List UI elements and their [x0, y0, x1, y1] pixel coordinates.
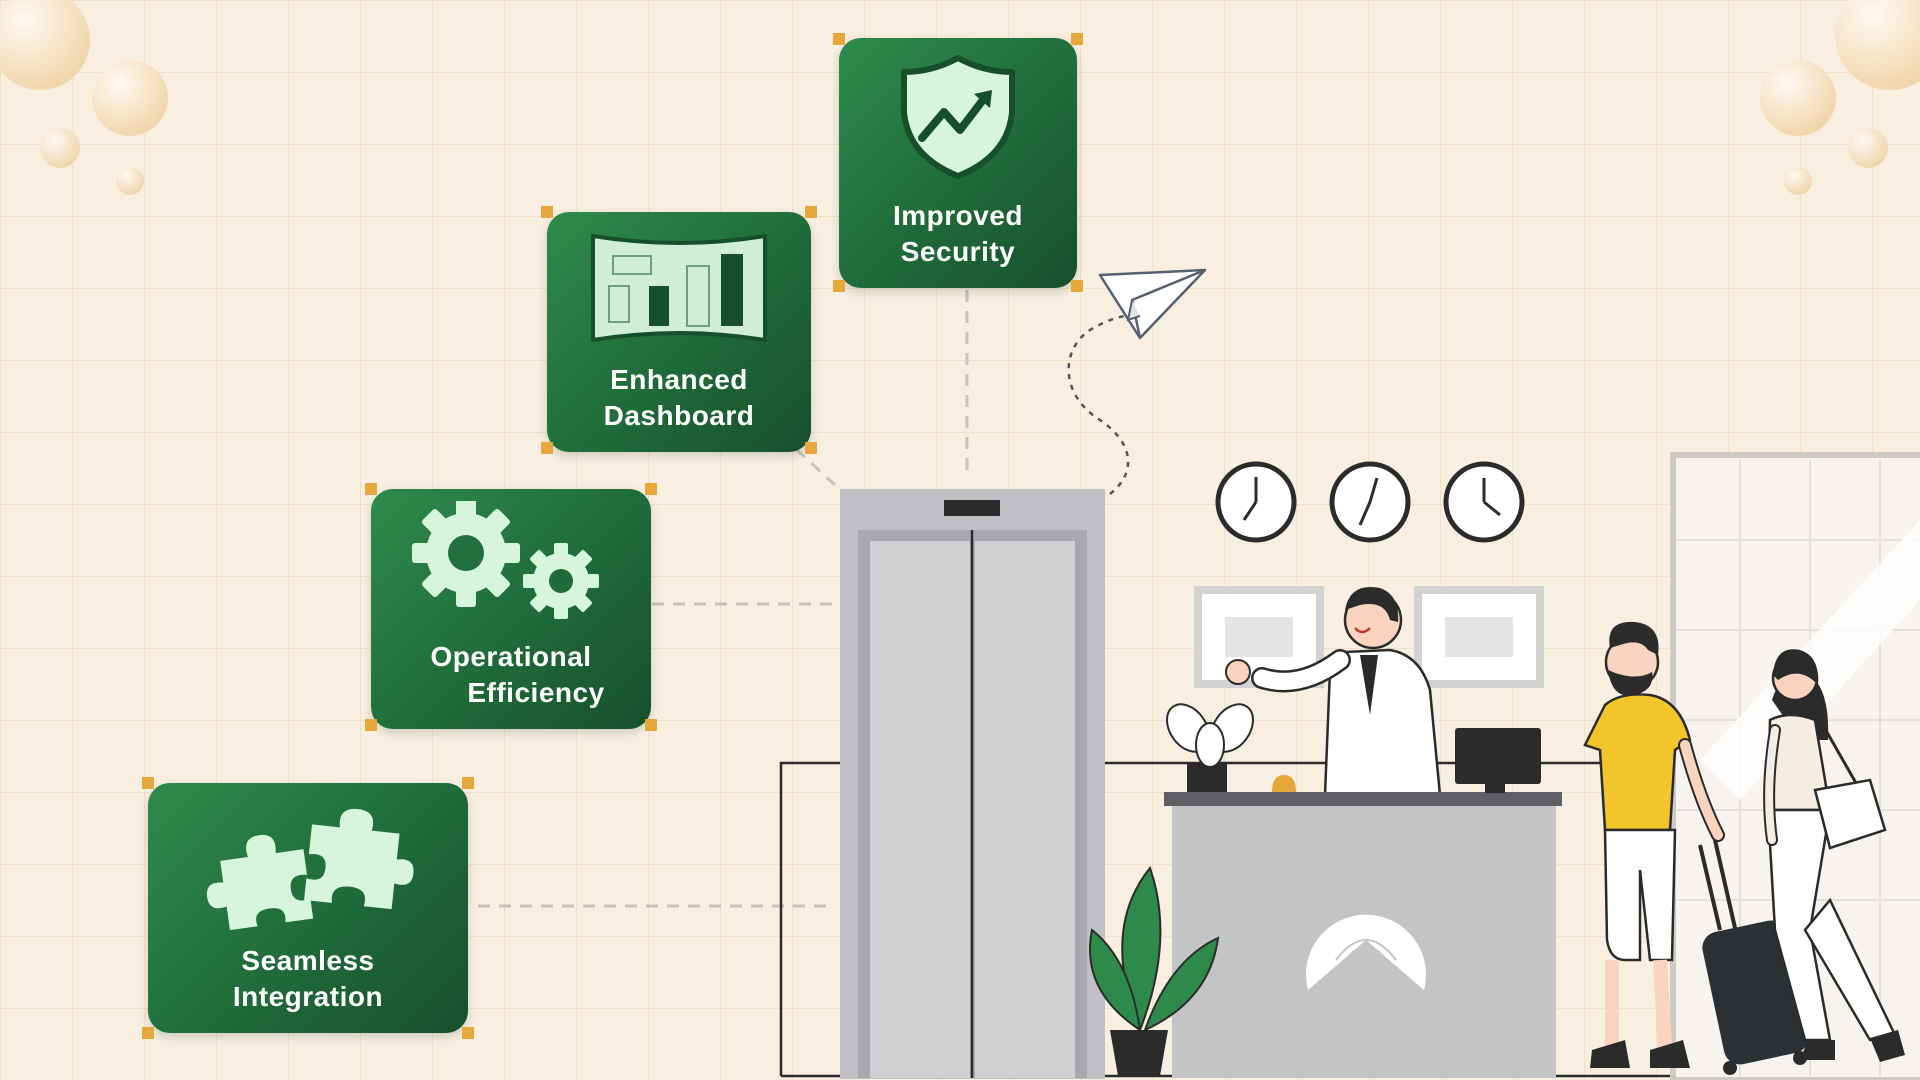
selection-handle[interactable]	[541, 206, 553, 218]
selection-handle[interactable]	[805, 442, 817, 454]
feature-card-enhanced-dashboard[interactable]: Enhanced Dashboard	[547, 212, 811, 452]
receptionist	[1225, 586, 1442, 797]
paper-plane-icon	[1098, 268, 1207, 340]
selection-handle[interactable]	[1071, 33, 1083, 45]
guest-man	[1583, 621, 1725, 1068]
elevator	[840, 489, 1105, 1079]
feature-label: Improved Security	[892, 200, 1024, 267]
gears-icon	[412, 501, 599, 619]
selection-handle[interactable]	[365, 483, 377, 495]
feature-card-operational-efficiency[interactable]: Operational Efficiency	[371, 489, 651, 729]
selection-handle[interactable]	[1071, 280, 1083, 292]
selection-handle[interactable]	[645, 719, 657, 731]
selection-handle[interactable]	[805, 206, 817, 218]
selection-handle[interactable]	[833, 33, 845, 45]
guest-woman	[1763, 649, 1905, 1062]
selection-handle[interactable]	[462, 1027, 474, 1039]
selection-handle[interactable]	[142, 1027, 154, 1039]
selection-handle[interactable]	[645, 483, 657, 495]
dashboard-chart-icon	[591, 234, 767, 342]
selection-handle[interactable]	[833, 280, 845, 292]
puzzle-icon	[206, 808, 414, 931]
selection-handle[interactable]	[462, 777, 474, 789]
reception-desk	[1164, 703, 1562, 1078]
feature-label: Operational Efficiency	[430, 641, 605, 708]
selection-handle[interactable]	[365, 719, 377, 731]
selection-handle[interactable]	[142, 777, 154, 789]
wall-clocks	[1215, 461, 1525, 543]
shield-growth-icon	[901, 55, 1015, 179]
feature-card-improved-security[interactable]: Improved Security	[839, 38, 1077, 288]
feature-card-seamless-integration[interactable]: Seamless Integration	[148, 783, 468, 1033]
feature-label: Enhanced Dashboard	[603, 364, 755, 431]
selection-handle[interactable]	[541, 442, 553, 454]
floor-plant	[1089, 865, 1220, 1076]
feature-label: Seamless Integration	[232, 945, 384, 1012]
